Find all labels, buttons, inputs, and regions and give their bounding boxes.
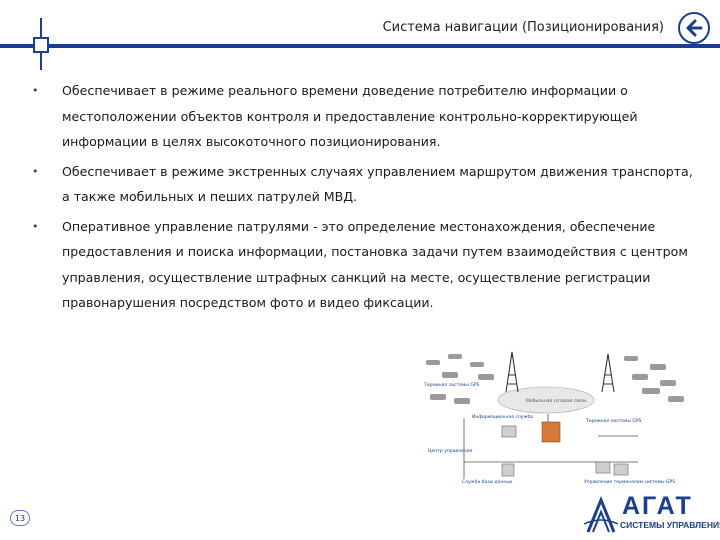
diagram-label: Управление терминалом системы GPS (584, 479, 675, 485)
antenna-tower-icon (505, 351, 519, 393)
vehicle-icons-left (426, 354, 494, 404)
bullet-dot: • (32, 219, 39, 233)
company-logo: АГАТ СИСТЕМЫ УПРАВЛЕНИЯ (584, 492, 720, 540)
computer-icon (595, 461, 611, 474)
bullet-text: Оперативное управление патрулями - это о… (62, 218, 688, 311)
computer-icon (613, 463, 629, 476)
diagram-label: Центр управления (428, 448, 472, 454)
navigation-system-diagram: Терминал системы GPS Мобильная сотовая с… (423, 351, 684, 485)
bullet-text: Обеспечивает в режиме экстренных случаях… (62, 163, 693, 205)
back-button[interactable] (678, 12, 710, 44)
diagram-label: Информационная служба (472, 414, 533, 420)
antenna-tower-icon (601, 353, 615, 393)
bullet-item: • Обеспечивает в режиме экстренных случа… (30, 159, 698, 210)
diagram-label: Мобильная сотовая связь (526, 398, 587, 404)
header-marker (33, 37, 49, 53)
bullet-dot: • (32, 84, 39, 97)
diagram-label: Терминал системы GPS (585, 418, 642, 424)
computer-icon (501, 463, 515, 477)
bullet-dot: • (32, 164, 39, 178)
diagram-label: Служба базы данных (462, 479, 513, 485)
network-cloud (497, 386, 595, 414)
bullet-list: • Обеспечивает в режиме реального времен… (30, 78, 698, 320)
logo-word: АГАТ (622, 492, 693, 520)
arrow-left-icon (686, 19, 703, 37)
page-number: 13 (10, 510, 30, 526)
logo-subtitle: СИСТЕМЫ УПРАВЛЕНИЯ (620, 520, 720, 530)
bullet-item: • Оперативное управление патрулями - это… (30, 214, 698, 316)
bullet-text: Обеспечивает в режиме реального времени … (62, 83, 638, 149)
diagram-label: Терминал системы GPS (423, 382, 480, 388)
server-icon (541, 421, 561, 443)
bullet-item: • Обеспечивает в режиме реального времен… (30, 78, 698, 155)
vehicle-icons-right (624, 356, 684, 402)
header-rule (0, 44, 720, 48)
computer-icon (501, 425, 517, 438)
page-title: Система навигации (Позиционирования) (382, 20, 664, 35)
logo-mark-icon (584, 496, 618, 533)
